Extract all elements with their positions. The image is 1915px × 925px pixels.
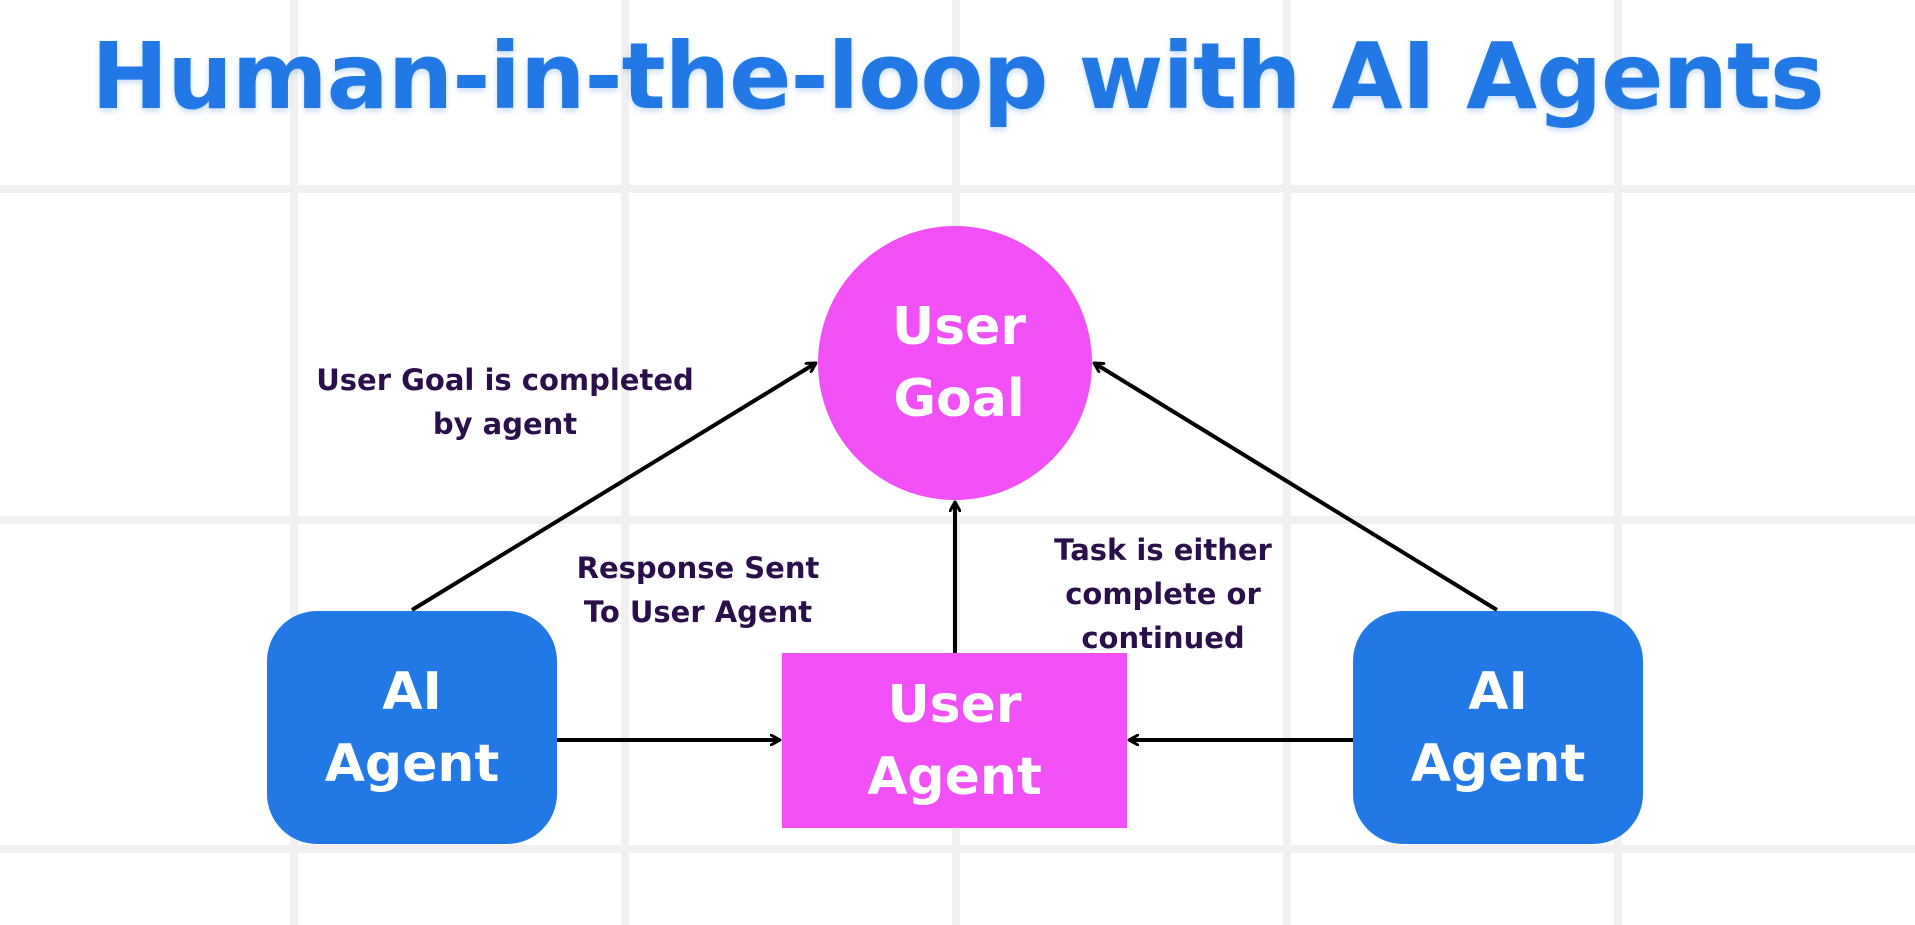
user-goal-node: User Goal (818, 226, 1092, 500)
label-response-sent-line1: Response Sent (576, 551, 820, 585)
ai-agent-right-line2: Agent (1410, 733, 1586, 794)
ai-agent-right-line1: AI (1468, 661, 1528, 722)
diagram-title: Human-in-the-loop with AI Agents (91, 23, 1824, 130)
grid-line (1614, 0, 1622, 925)
ai-agent-right-node: AI Agent (1353, 611, 1643, 844)
label-task-either-line2: complete or (1065, 577, 1261, 611)
label-goal-completed: User Goal is completed by agent (305, 358, 705, 446)
arrow-left-agent-to-goal (410, 361, 816, 612)
label-goal-completed-line2: by agent (432, 407, 578, 441)
label-task-either: Task is either complete or continued (1033, 528, 1293, 660)
user-goal-line2: Goal (893, 369, 1025, 429)
ai-agent-left-node: AI Agent (267, 611, 557, 844)
user-agent-line1: User (887, 674, 1022, 735)
label-task-either-line1: Task is either (1054, 533, 1272, 567)
user-agent-node: User Agent (782, 653, 1127, 828)
grid-line (0, 185, 1915, 193)
label-goal-completed-line1: User Goal is completed (316, 363, 694, 397)
label-response-sent-line2: To User Agent (583, 595, 813, 629)
grid-line (0, 845, 1915, 853)
grid-line (1283, 0, 1291, 925)
grid-line (621, 0, 629, 925)
ai-agent-left-line1: AI (382, 661, 442, 722)
user-goal-line1: User (891, 297, 1027, 357)
user-agent-line2: Agent (867, 746, 1042, 807)
arrow-right-agent-to-goal (1094, 361, 1499, 612)
label-response-sent: Response Sent To User Agent (548, 546, 848, 634)
grid-line (290, 0, 298, 925)
grid-line (0, 516, 1915, 524)
label-task-either-line3: continued (1081, 621, 1245, 655)
ai-agent-left-line2: Agent (324, 733, 500, 794)
